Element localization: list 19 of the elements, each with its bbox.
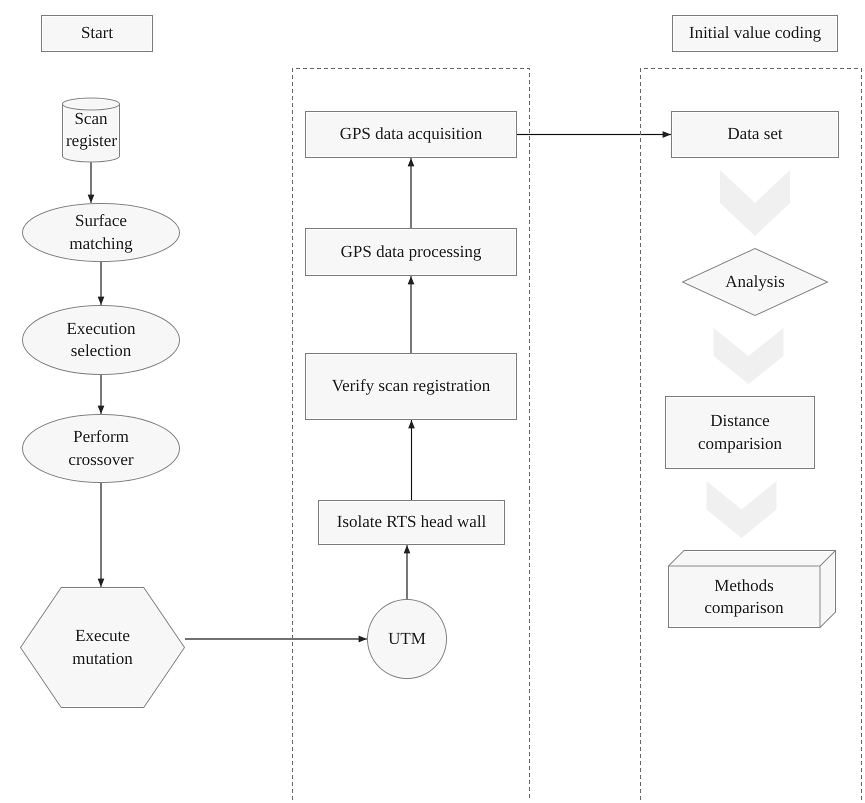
hexagon-node [20,587,185,708]
node-label: Start [80,22,114,44]
ellipse-node [22,203,180,262]
node-label: Execution selection [66,318,136,362]
arrow [98,262,104,305]
node-label: Perform crossover [67,426,135,470]
node-label: Scan register [66,108,116,152]
process-box [672,15,838,52]
node-label: Surface matching [68,210,134,255]
arrow [517,131,671,138]
node-label: Execute mutation [71,625,134,670]
arrow [88,162,94,203]
arrow [98,375,104,414]
ellipse-node [22,414,180,483]
process-box [41,15,153,52]
ellipse-node [22,305,180,375]
node-label: Initial value coding [688,22,822,44]
cylinder-shape [62,98,120,162]
arrow [98,483,104,587]
